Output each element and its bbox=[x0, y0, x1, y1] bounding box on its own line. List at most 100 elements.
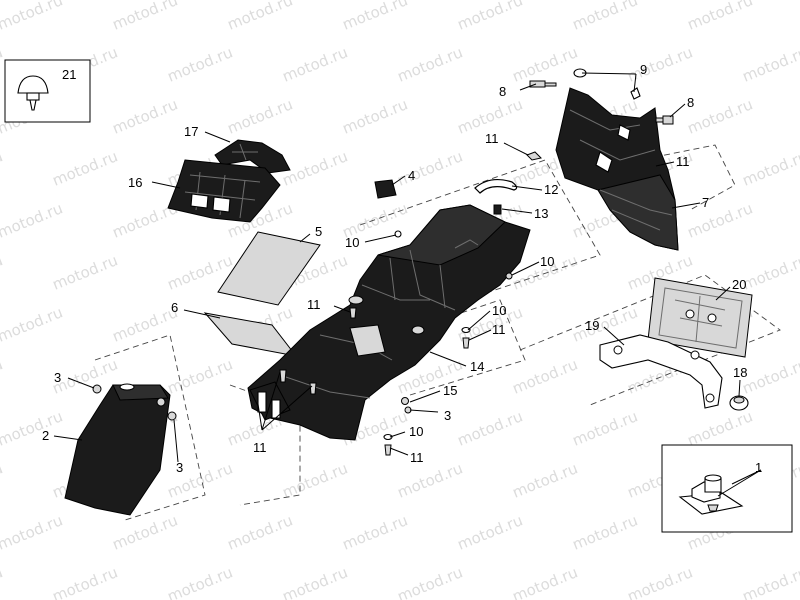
callout-1: 1 bbox=[755, 460, 762, 475]
callout-13: 13 bbox=[534, 206, 548, 221]
callout-10-mid: 10 bbox=[492, 303, 506, 318]
watermark-text: motod.ru bbox=[395, 563, 466, 600]
watermark-text: motod.ru bbox=[50, 251, 121, 293]
callout-2: 2 bbox=[42, 428, 49, 443]
callout-14: 14 bbox=[470, 359, 484, 374]
part-19-bracket bbox=[599, 334, 723, 409]
watermark-text: motod.ru bbox=[340, 95, 411, 137]
part-12-wire-clamp bbox=[474, 178, 518, 194]
part-13-cable-tie bbox=[493, 204, 502, 215]
watermark-text: motod.ru bbox=[110, 511, 181, 553]
watermark-text: motod.ru bbox=[0, 563, 5, 600]
watermark-text: motod.ru bbox=[280, 147, 351, 189]
watermark-text: motod.ru bbox=[455, 511, 526, 553]
callout-11-bottom: 11 bbox=[410, 450, 424, 465]
part-17-cover-bracket bbox=[214, 139, 291, 174]
watermark-text: motod.ru bbox=[570, 0, 641, 34]
watermark-text: motod.ru bbox=[340, 511, 411, 553]
callout-6: 6 bbox=[171, 300, 178, 315]
callout-11-top: 11 bbox=[485, 131, 499, 146]
part-16-support-bracket bbox=[167, 159, 281, 223]
callout-8-right: 8 bbox=[687, 95, 694, 110]
small-fasteners bbox=[279, 230, 513, 456]
watermark-text: motod.ru bbox=[280, 459, 351, 501]
watermark-text: motod.ru bbox=[455, 407, 526, 449]
watermark-text: motod.ru bbox=[110, 95, 181, 137]
watermark-text: motod.ru bbox=[510, 43, 581, 85]
watermark-text: motod.ru bbox=[0, 511, 65, 553]
watermark-text: motod.ru bbox=[740, 43, 800, 85]
callout-labels: 21 1 8 9 8 11 11 7 12 13 4 10 10 5 6 11 … bbox=[42, 62, 762, 475]
callout-8-top: 8 bbox=[499, 84, 506, 99]
watermark-text: motod.ru bbox=[280, 43, 351, 85]
part-21-rivet bbox=[17, 75, 49, 111]
callout-11-side: 11 bbox=[676, 154, 690, 169]
watermark-text: motod.ru bbox=[0, 407, 65, 449]
inset-box-21 bbox=[4, 59, 91, 123]
watermark-text: motod.ru bbox=[740, 355, 800, 397]
watermark-text: motod.ru bbox=[740, 563, 800, 600]
watermark-text: motod.ru bbox=[110, 0, 181, 34]
callout-18: 18 bbox=[733, 365, 747, 380]
callout-3-left: 3 bbox=[54, 370, 61, 385]
watermark-text: motod.ru bbox=[165, 563, 236, 600]
callout-3-bottom: 3 bbox=[176, 460, 183, 475]
watermark-text: motod.ru bbox=[0, 303, 65, 345]
watermark-text: motod.ru bbox=[395, 43, 466, 85]
watermark-text: motod.ru bbox=[685, 407, 756, 449]
watermark-text: motod.ru bbox=[0, 251, 5, 293]
callout-3-right: 3 bbox=[444, 408, 451, 423]
callout-12: 12 bbox=[544, 182, 558, 197]
watermark-text: motod.ru bbox=[165, 43, 236, 85]
watermark-text: motod.ru bbox=[510, 459, 581, 501]
callout-21: 21 bbox=[62, 67, 76, 82]
callout-16: 16 bbox=[128, 175, 142, 190]
callout-4: 4 bbox=[408, 168, 415, 183]
part-4-clip bbox=[374, 179, 397, 199]
watermark-text: motod.ru bbox=[510, 563, 581, 600]
callout-9: 9 bbox=[640, 62, 647, 77]
washers-9 bbox=[573, 68, 641, 100]
watermark-text: motod.ru bbox=[0, 0, 65, 34]
callout-11-mid: 11 bbox=[307, 297, 321, 312]
part-18-grommet bbox=[729, 395, 749, 411]
callout-11-bottomleft: 11 bbox=[253, 440, 267, 455]
watermark-text: motod.ru bbox=[740, 251, 800, 293]
callout-11-midright: 11 bbox=[492, 322, 506, 337]
callout-10-upper: 10 bbox=[345, 235, 359, 250]
part-1-clip bbox=[678, 474, 744, 515]
bolts-8 bbox=[529, 80, 674, 125]
watermark-text: motod.ru bbox=[395, 459, 466, 501]
watermark-text: motod.ru bbox=[740, 147, 800, 189]
callout-15: 15 bbox=[443, 383, 457, 398]
watermark-text: motod.ru bbox=[0, 199, 65, 241]
watermark-text: motod.ru bbox=[225, 95, 296, 137]
watermark-text: motod.ru bbox=[110, 303, 181, 345]
watermark-text: motod.ru bbox=[225, 0, 296, 34]
leader-lines bbox=[53, 72, 762, 497]
callout-20: 20 bbox=[732, 277, 746, 292]
watermark-text: motod.ru bbox=[50, 147, 121, 189]
watermark-text: motod.ru bbox=[340, 0, 411, 34]
watermark-text: motod.ru bbox=[685, 0, 756, 34]
part-5-sticker bbox=[217, 231, 321, 306]
part-20-plate-holder bbox=[647, 277, 753, 358]
watermark-text: motod.ru bbox=[455, 0, 526, 34]
part-14-undertray bbox=[247, 204, 531, 441]
watermark-text: motod.ru bbox=[280, 563, 351, 600]
screw-11-upper bbox=[526, 151, 542, 161]
inset-box-1 bbox=[661, 444, 793, 533]
callout-19: 19 bbox=[585, 318, 599, 333]
watermark-text: motod.ru bbox=[165, 355, 236, 397]
callout-17: 17 bbox=[184, 124, 198, 139]
part-7-side-support bbox=[555, 87, 679, 251]
watermark-text: motod.ru bbox=[570, 407, 641, 449]
watermark-text: motod.ru bbox=[50, 563, 121, 600]
part-2-mudguard-flap bbox=[64, 383, 171, 516]
watermark-text: motod.ru bbox=[0, 355, 5, 397]
callout-10-bottom: 10 bbox=[409, 424, 423, 439]
callout-10-right: 10 bbox=[540, 254, 554, 269]
watermark-text: motod.ru bbox=[395, 147, 466, 189]
